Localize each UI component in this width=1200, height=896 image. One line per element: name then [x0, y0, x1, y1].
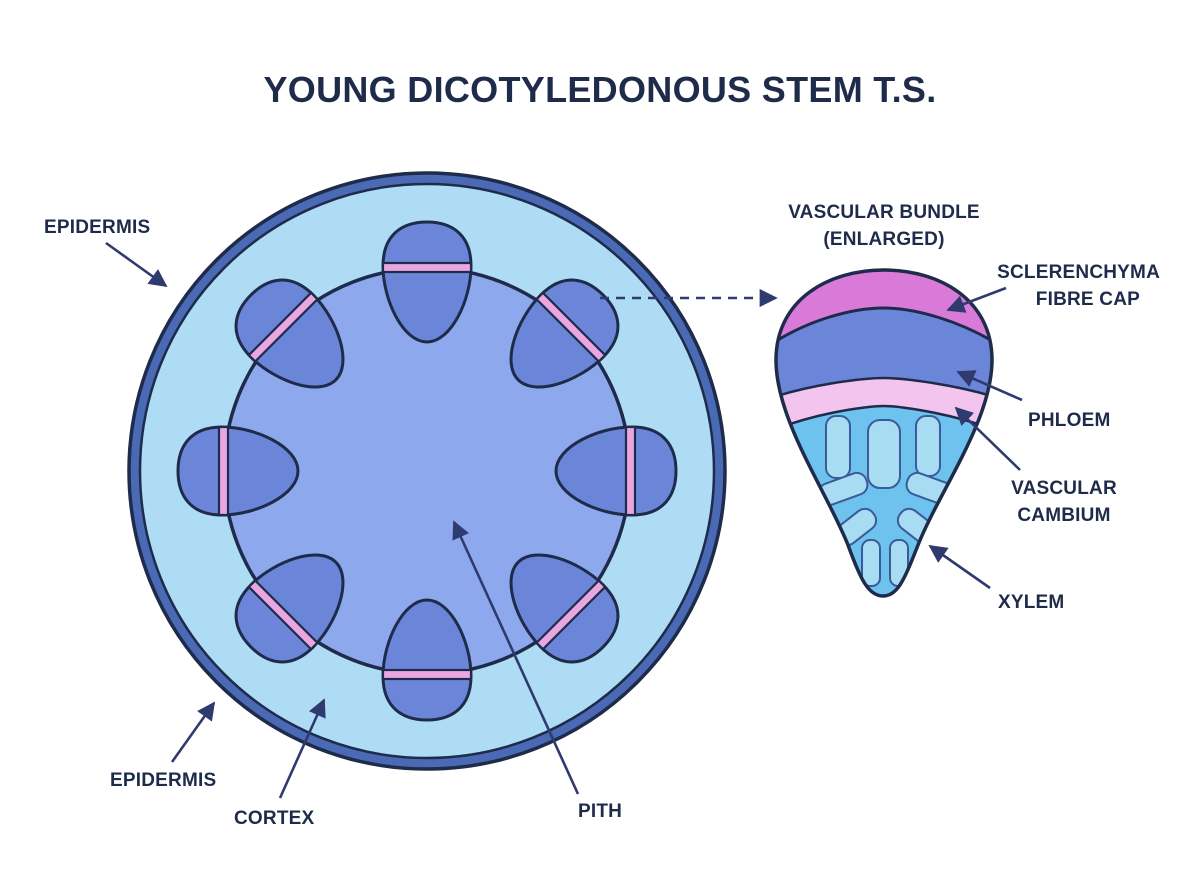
bundle-cambium-band [217, 425, 230, 517]
vascular-bundle-bottom [381, 598, 473, 722]
diagram-title: YOUNG DICOTYLEDONOUS STEM T.S. [263, 69, 936, 110]
label-xylem: XYLEM [998, 592, 1064, 613]
vascular-bundle-left [176, 425, 300, 517]
bundle-body [509, 278, 620, 389]
bundle-cambium-band [535, 579, 607, 651]
pointer-phloem [956, 370, 1023, 402]
label-cambium-2: CAMBIUM [1017, 505, 1110, 526]
bundle-cambium-band [247, 291, 319, 363]
pointer-epidermis-bottom [170, 701, 216, 763]
label-cambium-1: VASCULAR [1011, 478, 1117, 499]
bundle-body [234, 278, 345, 389]
pointer-sclerenchyma [946, 286, 1007, 313]
bundle-body [381, 220, 473, 344]
bundle-cambium-band [247, 579, 319, 651]
bundle-body [381, 598, 473, 722]
label-cortex: CORTEX [234, 808, 315, 829]
pointer-cambium [954, 406, 1021, 471]
bundle-cambium-band [535, 291, 607, 363]
pointer-xylem [928, 544, 991, 590]
pointer-pith [452, 520, 580, 795]
pointer-epidermis-top [105, 241, 168, 288]
label-sclerenchyma-2: FIBRE CAP [1036, 289, 1140, 310]
label-phloem: PHLOEM [1028, 410, 1110, 431]
bundle-body [176, 425, 300, 517]
vascular-bundle-bottom-right [509, 553, 620, 664]
enlarged-bundle-outline [774, 268, 994, 598]
bundle-body [554, 425, 678, 517]
label-pointers [105, 241, 1023, 799]
stem-cross-section [127, 171, 727, 771]
label-sclerenchyma-1: SCLERENCHYMA [997, 262, 1160, 283]
vascular-bundle-ring [176, 220, 678, 722]
label-bundle-title-2: (ENLARGED) [823, 229, 944, 250]
vascular-bundle-top-left [234, 278, 345, 389]
pointer-cortex [278, 698, 326, 799]
bundle-cambium-band [381, 668, 473, 681]
vascular-bundle-top-right [509, 278, 620, 389]
label-epidermis-bottom: EPIDERMIS [110, 770, 216, 791]
bundle-cambium-band [381, 261, 473, 274]
label-bundle-title-1: VASCULAR BUNDLE [788, 202, 980, 223]
bundle-body [234, 553, 345, 664]
vascular-bundle-right [554, 425, 678, 517]
label-pith: PITH [578, 801, 622, 822]
label-epidermis-top: EPIDERMIS [44, 217, 150, 238]
vascular-bundle-top [381, 220, 473, 344]
vascular-cambium-band [776, 376, 992, 438]
enlarged-vascular-bundle [774, 268, 994, 598]
vascular-bundle-bottom-left [234, 553, 345, 664]
bundle-cambium-band [624, 425, 637, 517]
bundle-body [509, 553, 620, 664]
